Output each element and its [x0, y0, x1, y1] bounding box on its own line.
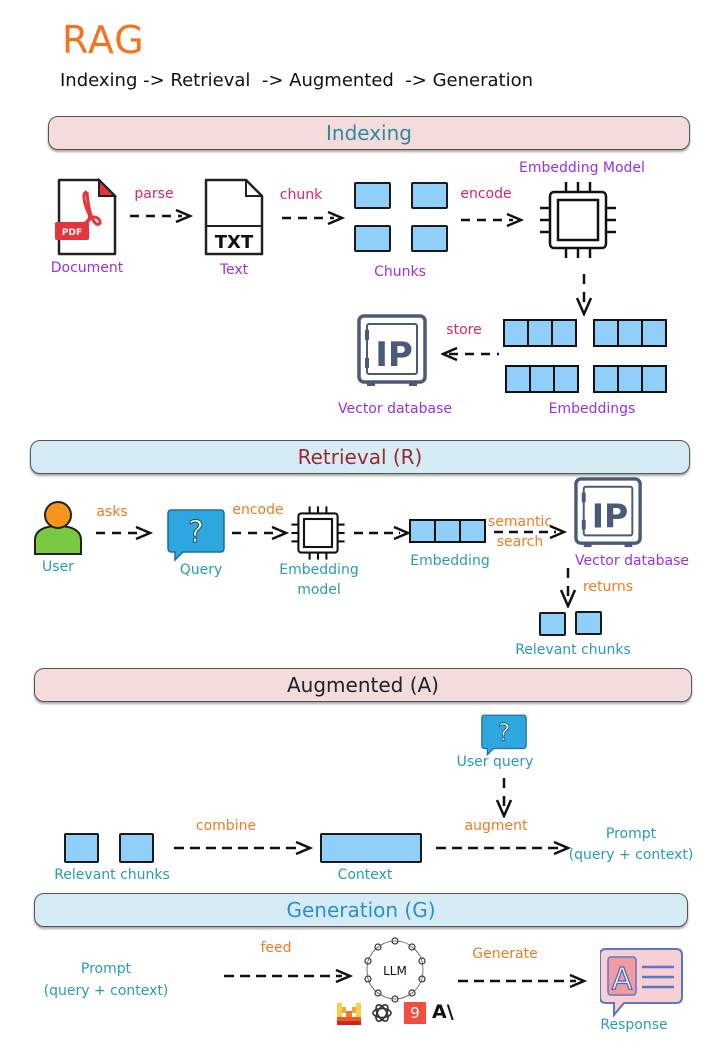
response-icon: A [600, 947, 684, 1019]
store-edge-label: store [446, 322, 482, 338]
chunk-box [354, 182, 391, 209]
chunk-box [354, 225, 391, 252]
embedding-label: Embedding [410, 553, 490, 569]
chip-icon [290, 505, 346, 561]
semantic-search-arrow-icon [492, 524, 568, 540]
text-label: Text [219, 262, 249, 278]
encode-retrieval-arrow-icon [230, 525, 290, 541]
embedding-model-retrieval-label: Embedding model [279, 562, 359, 598]
returns-arrow-icon [558, 566, 578, 608]
augmented-banner: Augmented (A) [34, 668, 692, 702]
response-glyph: A [612, 962, 633, 997]
relevant-chunk-box [64, 833, 99, 863]
generation-banner: Generation (G) [34, 893, 688, 927]
embed-arrow-icon [352, 525, 412, 541]
augment-down-arrow-icon [494, 776, 514, 818]
context-label: Context [337, 867, 393, 883]
response-label: Response [600, 1017, 668, 1033]
generation-title: Generation (G) [286, 898, 436, 922]
parse-edge-label: parse [134, 186, 174, 202]
embeddings-group [503, 319, 671, 395]
llm-label: LLM [383, 964, 407, 978]
vault-glyph: IP [375, 335, 413, 375]
vault-glyph: IP [592, 497, 629, 536]
mistral-logo-icon [337, 1003, 361, 1025]
user-label: User [42, 559, 74, 575]
parse-arrow-icon [128, 208, 194, 224]
augment-edge-label: augment [464, 818, 528, 834]
vector-database-icon: IP [574, 476, 644, 550]
prompt-augmented-label: Prompt (query + context) [568, 826, 694, 863]
chunk-box [411, 182, 448, 209]
down-arrow-icon [574, 272, 594, 316]
pdf-document-icon: PDF [55, 178, 117, 258]
document-label: Document [50, 260, 124, 276]
relevant-chunk-box [119, 833, 154, 863]
chunk-edge-label: chunk [279, 187, 323, 203]
query-label: Query [179, 562, 223, 578]
chip-icon [538, 180, 618, 260]
augment-arrow-icon [434, 840, 576, 856]
query-glyph: ? [498, 719, 511, 747]
chunk-box [411, 225, 448, 252]
relevant-chunk-box [539, 612, 566, 636]
retrieval-title: Retrieval (R) [297, 445, 423, 469]
page-subtitle: Indexing -> Retrieval -> Augmented -> Ge… [60, 70, 534, 91]
user-query-bubble-icon: ? [481, 713, 527, 757]
retrieval-banner: Retrieval (R) [30, 440, 690, 474]
vector-database-icon: IP [357, 314, 429, 388]
anthropic-logo-icon: A\ [432, 1001, 454, 1023]
asks-arrow-icon [94, 525, 154, 541]
context-box [320, 833, 422, 863]
combine-edge-label: combine [195, 818, 257, 834]
pdf-badge: PDF [62, 228, 82, 238]
generate-edge-label: Generate [472, 946, 538, 962]
feed-arrow-icon [222, 968, 354, 984]
page-title: RAG [62, 18, 145, 62]
encode-arrow-icon [459, 212, 525, 228]
returns-edge-label: returns [582, 579, 634, 595]
asks-edge-label: asks [96, 504, 128, 520]
user-query-label: User query [456, 754, 534, 770]
prompt-generation-label: Prompt (query + context) [43, 961, 169, 999]
query-glyph: ? [188, 515, 204, 550]
indexing-title: Indexing [326, 121, 412, 145]
embeddings-label: Embeddings [548, 401, 636, 417]
user-icon [33, 500, 83, 556]
feed-edge-label: feed [260, 940, 292, 956]
combine-arrow-icon [172, 840, 314, 856]
openai-logo-icon [370, 1001, 394, 1025]
relevant-chunk-box [575, 611, 602, 635]
store-arrow-icon [441, 346, 501, 362]
semantic-search-edge-label: semantic search [487, 514, 553, 550]
txt-document-icon: TXT [204, 178, 264, 258]
vector-database-label: Vector database [338, 401, 452, 417]
augmented-title: Augmented (A) [286, 673, 439, 697]
gemma-logo-icon: 9 [404, 1002, 426, 1024]
relevant-chunks-label: Relevant chunks [515, 642, 631, 658]
embedding-model-label: Embedding Model [519, 160, 645, 176]
relevant-chunks-augmented-label: Relevant chunks [54, 867, 170, 883]
chunks-label: Chunks [374, 264, 426, 280]
indexing-banner: Indexing [48, 116, 690, 150]
query-bubble-icon: ? [167, 508, 225, 562]
encode-retrieval-edge-label: encode [232, 502, 284, 518]
llm-icon: LLM [360, 937, 430, 1003]
embedding-vector [409, 519, 487, 545]
vector-database-retrieval-label: Vector database [575, 553, 689, 569]
generate-arrow-icon [456, 973, 588, 989]
txt-badge: TXT [215, 232, 254, 253]
encode-edge-label: encode [460, 186, 512, 202]
chunk-arrow-icon [280, 210, 346, 226]
